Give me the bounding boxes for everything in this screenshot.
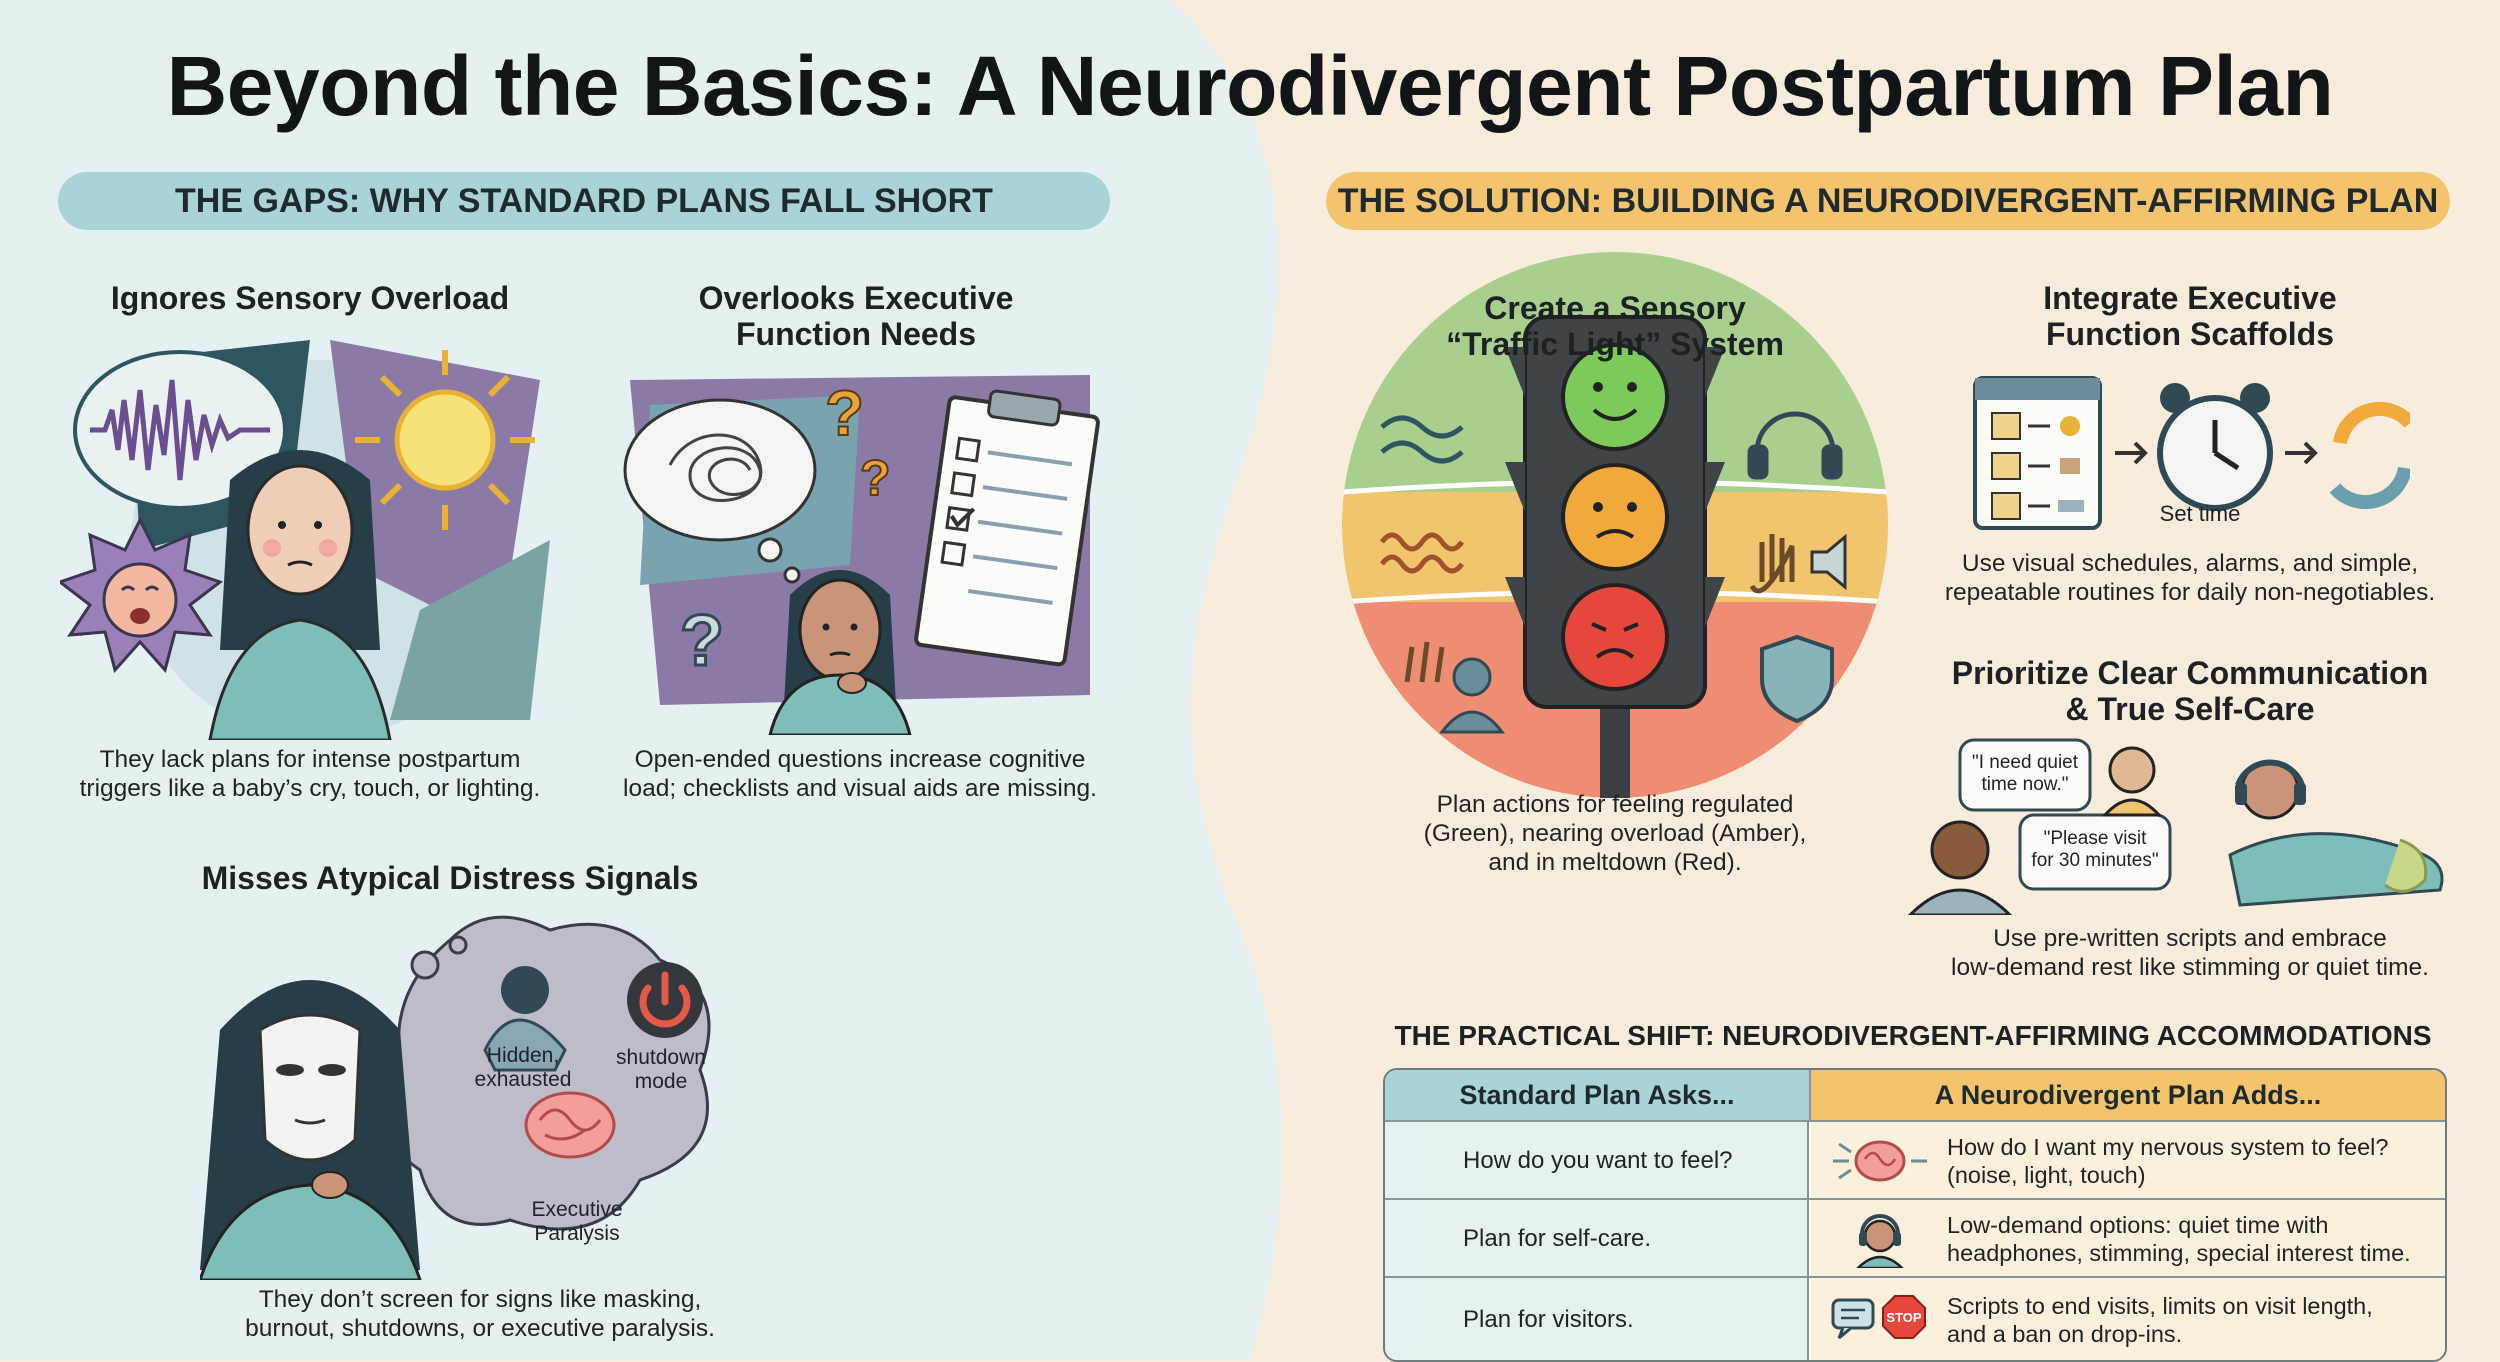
- shield-icon: [1760, 634, 1834, 724]
- traffic-light-circle: [1342, 252, 1888, 798]
- speech-bubble-2: [2018, 813, 2172, 891]
- sensory-caption: They lack plans for intense postpartum t…: [79, 746, 541, 802]
- raised-hand-person-icon: [1404, 641, 1506, 734]
- sensory-overload-illustration: [60, 340, 550, 740]
- executive-caption: Open-ended questions increase cognitive …: [623, 746, 1097, 802]
- svg-text:STOP: STOP: [1886, 1310, 1921, 1325]
- calm-waves-icon: [1380, 415, 1464, 464]
- scaffolds-caption: Use visual schedules, alarms, and simple…: [1944, 550, 2436, 606]
- alarm-clock-icon: [2157, 383, 2273, 511]
- scaffolds-illustration: [1973, 376, 2410, 530]
- solution-banner: THE SOLUTION: BUILDING A NEURODIVERGENT-…: [1326, 172, 2450, 230]
- col-neurodivergent-header: A Neurodivergent Plan Adds...: [1811, 1070, 2445, 1120]
- atypical-distress-illustration: [200, 915, 711, 1280]
- amber-light-icon: [1561, 463, 1669, 571]
- mask-icon: [258, 1013, 362, 1162]
- tangled-thoughts-icon: [623, 398, 817, 584]
- sound-wave-icon: [73, 350, 287, 510]
- col-standard-header: Standard Plan Asks...: [1385, 1070, 1811, 1120]
- traffic-caption: Plan actions for feeling regulated (Gree…: [1423, 791, 1807, 876]
- communication-caption: Use pre-written scripts and embrace low-…: [1951, 925, 2429, 981]
- gaps-banner: THE GAPS: WHY STANDARD PLANS FALL SHORT: [58, 172, 1110, 230]
- resting-woman-headphones: [2228, 759, 2444, 907]
- table-row: Plan for self-care. Low-demand options: …: [1385, 1198, 2445, 1278]
- question-mark-icon: ?: [825, 377, 864, 449]
- agitated-waves-icon: [1379, 532, 1465, 574]
- tangled-brain-icon: [524, 1091, 616, 1159]
- stop-sign-icon: STOP: [1831, 1295, 1926, 1340]
- sensory-heading: Ignores Sensory Overload: [110, 280, 510, 316]
- red-light-icon: [1561, 583, 1669, 691]
- green-light-icon: [1561, 343, 1669, 451]
- communication-heading: Prioritize Clear Communication & True Se…: [1951, 655, 2429, 727]
- overwhelmed-woman: [208, 450, 392, 740]
- power-shutdown-icon: [627, 962, 703, 1038]
- headphones-icon: [1747, 411, 1843, 480]
- arrow-right-icon: [2115, 441, 2148, 465]
- table-row: Plan for visitors. Scripts to end visits…: [1385, 1276, 2445, 1360]
- shutdown-mode-label: shutdown mode: [616, 1046, 706, 1093]
- svg-text:?: ?: [680, 601, 724, 681]
- scaffolds-heading: Integrate Executive Function Scaffolds: [2043, 280, 2337, 352]
- visual-schedule-icon: [1973, 376, 2102, 530]
- svg-text:?: ?: [860, 450, 891, 506]
- brain-icon: [1833, 1140, 1927, 1182]
- headphones-person-icon: [1856, 1214, 1904, 1268]
- speech-bubble-2-text: "Please visit for 30 minutes": [2031, 828, 2159, 871]
- set-time-label: Set time: [2159, 501, 2241, 526]
- traffic-heading: Create a Sensory “Traffic Light” System: [1446, 290, 1784, 362]
- page-title: Beyond the Basics: A Neurodivergent Post…: [166, 39, 2334, 133]
- accommodations-table: Standard Plan Asks... A Neurodivergent P…: [1383, 1068, 2447, 1362]
- masked-woman: [200, 980, 422, 1280]
- bright-sun-icon: [355, 350, 535, 530]
- hidden-exhausted-icon: [483, 966, 567, 1072]
- practical-shift-heading: THE PRACTICAL SHIFT: NEURODIVERGENT-AFFI…: [1394, 1020, 2432, 1051]
- table-row: How do you want to feel? How do I want m…: [1385, 1120, 2445, 1200]
- woman-avatar: [2101, 746, 2163, 817]
- speech-bubble-1-text: "I need quiet time now.": [1971, 752, 2079, 795]
- hand-speaker-icon: [1749, 533, 1847, 594]
- distress-caption: They don’t screen for signs like masking…: [245, 1286, 715, 1342]
- man-avatar: [1907, 820, 2013, 915]
- speech-bubble-1: [1958, 738, 2092, 812]
- repeat-cycle-icon: [2329, 401, 2410, 510]
- executive-paralysis-label: Executive Paralysis: [531, 1198, 623, 1245]
- executive-function-illustration: ? ? ?: [623, 375, 1100, 735]
- executive-heading: Overlooks Executive Function Needs: [698, 280, 1014, 352]
- distress-heading: Misses Atypical Distress Signals: [201, 860, 699, 896]
- checklist-clipboard-icon: [914, 389, 1100, 667]
- hidden-exhausted-label: Hidden, exhausted: [474, 1044, 572, 1091]
- communication-illustration: [1907, 738, 2444, 915]
- crying-baby-icon: [60, 516, 224, 674]
- thinking-woman: [768, 570, 912, 735]
